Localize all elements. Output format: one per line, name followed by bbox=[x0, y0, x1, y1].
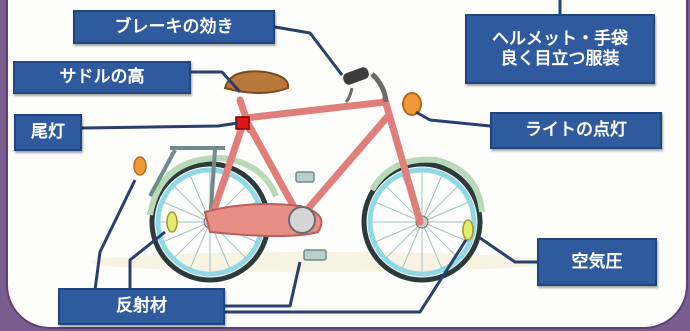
label-helmet-line2: 良く目立つ服装 bbox=[500, 49, 620, 69]
ground-shadow bbox=[90, 252, 550, 272]
label-reflector: 反射材 bbox=[58, 288, 225, 325]
label-helmet-clothing: ヘルメット・手袋 良く目立つ服装 bbox=[465, 14, 655, 84]
reflector-icon bbox=[462, 219, 474, 241]
callout-lines bbox=[81, 0, 562, 314]
connector-reflector-pedal bbox=[225, 261, 302, 308]
handlebar bbox=[343, 67, 389, 104]
connector-saddle bbox=[191, 70, 242, 94]
saddle-icon bbox=[223, 70, 290, 94]
connector-reflector-rear bbox=[93, 179, 137, 291]
headlight-icon bbox=[402, 92, 422, 116]
rear-fender-reflector-icon bbox=[133, 156, 147, 176]
connector-reflector-wheel bbox=[128, 230, 166, 290]
label-helmet-line1: ヘルメット・手袋 bbox=[492, 28, 628, 49]
connector-headlight bbox=[415, 110, 491, 128]
label-headlight: ライトの点灯 bbox=[490, 112, 662, 149]
connector-reflector-front bbox=[225, 239, 468, 314]
connector-tire-pressure bbox=[479, 236, 537, 264]
connector-tail-light bbox=[81, 121, 239, 130]
bicycle-frame bbox=[206, 96, 424, 226]
reflector-icon bbox=[166, 211, 178, 233]
label-brake: ブレーキの効き bbox=[73, 10, 275, 44]
crank bbox=[288, 206, 316, 234]
label-tire-pressure: 空気圧 bbox=[537, 238, 657, 286]
label-saddle-height: サドルの高 bbox=[13, 61, 191, 94]
label-tail-light: 尾灯 bbox=[14, 114, 82, 151]
connector-brake bbox=[274, 25, 344, 76]
pedals bbox=[295, 171, 327, 261]
